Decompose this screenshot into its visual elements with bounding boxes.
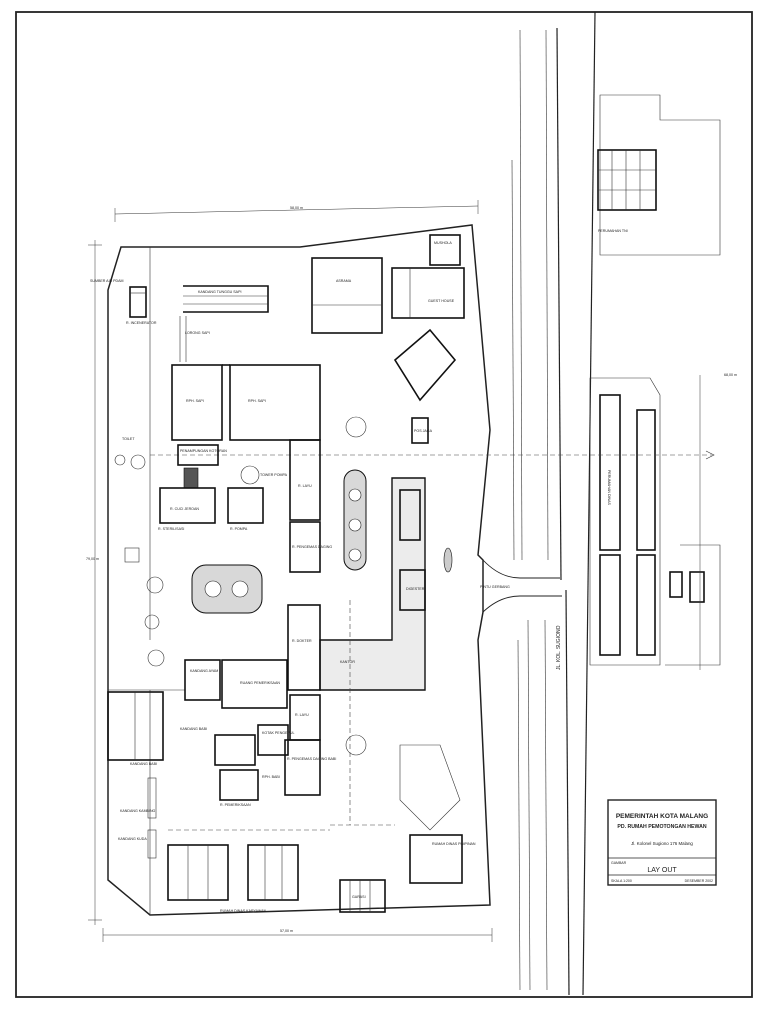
label-rph-sapi-1: RPH. SAPI (186, 399, 204, 403)
label-kandang-babi-2: KANDANG BABI (130, 762, 157, 766)
label-asrama: ASRAMA (336, 279, 352, 283)
road-and-neighbours: PERUMAHAN TNI PERUMAHAN DINAS 68,00 m JL… (482, 11, 737, 996)
rph-sapi-block: RPH. SAPI RPH. SAPI PENAMPUNGAN KOTORAN … (158, 364, 332, 573)
label-digester: DIGESTER (406, 587, 425, 591)
dim-right: 68,00 m (724, 373, 737, 377)
dim-top: 58,00 m (290, 206, 303, 210)
label-rph-babi: RPH. BABI (262, 775, 280, 779)
gardens (191, 469, 453, 756)
label-kotak-pengepul: KOTAK PENGEPUL (262, 731, 295, 735)
label-rumah-pimpinan: RUMAH DINAS PIMPINAN (432, 842, 476, 846)
label-sterilisasi: R. STERILISASI (158, 527, 184, 531)
label-rumah-dinas: RUMAH DINAS KARYAWAN (220, 909, 267, 913)
left-landscape: TOILET (114, 437, 165, 667)
label-penampungan: PENAMPUNGAN KOTORAN (180, 449, 227, 453)
label-kandang-kuda: KANDANG KUDA (118, 837, 147, 841)
label-cuci-jeroan: R. CUCI JEROAN (170, 507, 199, 511)
drawing-frame (15, 11, 753, 998)
label-r-pengemas: R. PENGEMAS DAGING (292, 545, 332, 549)
label-mushola: MUSHOLA (434, 241, 452, 245)
label-pos-jaga: POS JAGA (414, 429, 433, 433)
label-tower-pompa: TOWER POMPA (260, 473, 288, 477)
title-block: PEMERINTAH KOTA MALANG PD. RUMAH PEMOTON… (607, 799, 717, 886)
label-pompa: R. POMPA (230, 527, 248, 531)
label-kandang-tunggu: KANDANG TUNGGU SAPI (198, 290, 241, 294)
label-sumber-air: SUMBER AIR PDAM (90, 279, 124, 283)
label-kantor: KANTOR (340, 660, 355, 664)
office-block: DIGESTER R. DOKTER KANTOR PINTU GERBANG (287, 477, 510, 691)
road-name: JL. KOL. SUGIONO (556, 625, 562, 670)
dim-left: 79,00 m (86, 557, 99, 561)
label-kandang-babi: KANDANG BABI (180, 727, 207, 731)
staff-housing: RUMAH DINAS KARYAWAN GARASI RUMAH DINAS … (167, 600, 476, 913)
label-perumahan-dinas: PERUMAHAN DINAS (607, 470, 611, 506)
rph-babi-block: KANDANG AYAM RUANG PEMERIKSAAN KANDANG B… (107, 659, 336, 859)
label-pintu-gerbang: PINTU GERBANG (480, 585, 510, 589)
site-boundary (107, 224, 491, 916)
label-rph-sapi-2: RPH. SAPI (248, 399, 266, 403)
title-drawing: LAY OUT (647, 867, 677, 874)
title-org: PEMERINTAH KOTA MALANG (616, 813, 708, 820)
title-drawing-label: GAMBAR (611, 861, 627, 865)
label-perumahan-tni: PERUMAHAN TNI (598, 229, 628, 233)
label-toilet: TOILET (122, 437, 135, 441)
label-r-dokter: R. DOKTER (292, 639, 312, 643)
cattle-holding-area: SUMBER AIR PDAM R. INCENERATOR KANDANG T… (90, 279, 269, 362)
label-kandang-kambing: KANDANG KAMBING (120, 809, 156, 813)
label-r-layu: R. LAYU (298, 484, 312, 488)
label-incenerator: R. INCENERATOR (126, 321, 157, 325)
label-pengemas-babi: R. PENGEMAS DAGING BABI (287, 757, 336, 761)
title-scale: SKALA 1:200 (611, 879, 632, 883)
dimension-lines: 58,00 m 57,00 m 79,00 m (86, 200, 493, 942)
title-date: DESEMBER 2002 (685, 879, 713, 883)
label-pemeriksaan-babi: R. PEMERIKSAAN (220, 803, 251, 807)
label-lorong-sapi: LORONG SAPI (185, 331, 210, 335)
north-buildings: ASRAMA MUSHOLA GUEST HOUSE POS JAGA (311, 234, 465, 444)
label-kandang-ayam: KANDANG AYAM (190, 669, 218, 673)
title-address: Jl. Kolonel Sugiono 176 Malang (631, 841, 693, 846)
label-garasi: GARASI (352, 895, 366, 899)
dim-bottom: 57,00 m (280, 929, 293, 933)
label-guest-house: GUEST HOUSE (428, 299, 455, 303)
label-ruang-pemeriksaan: RUANG PEMERIKSAAN (240, 681, 280, 685)
label-r-layu-babi: R. LAYU (295, 713, 309, 717)
title-company: PD. RUMAH PEMOTONGAN HEWAN (617, 824, 706, 830)
